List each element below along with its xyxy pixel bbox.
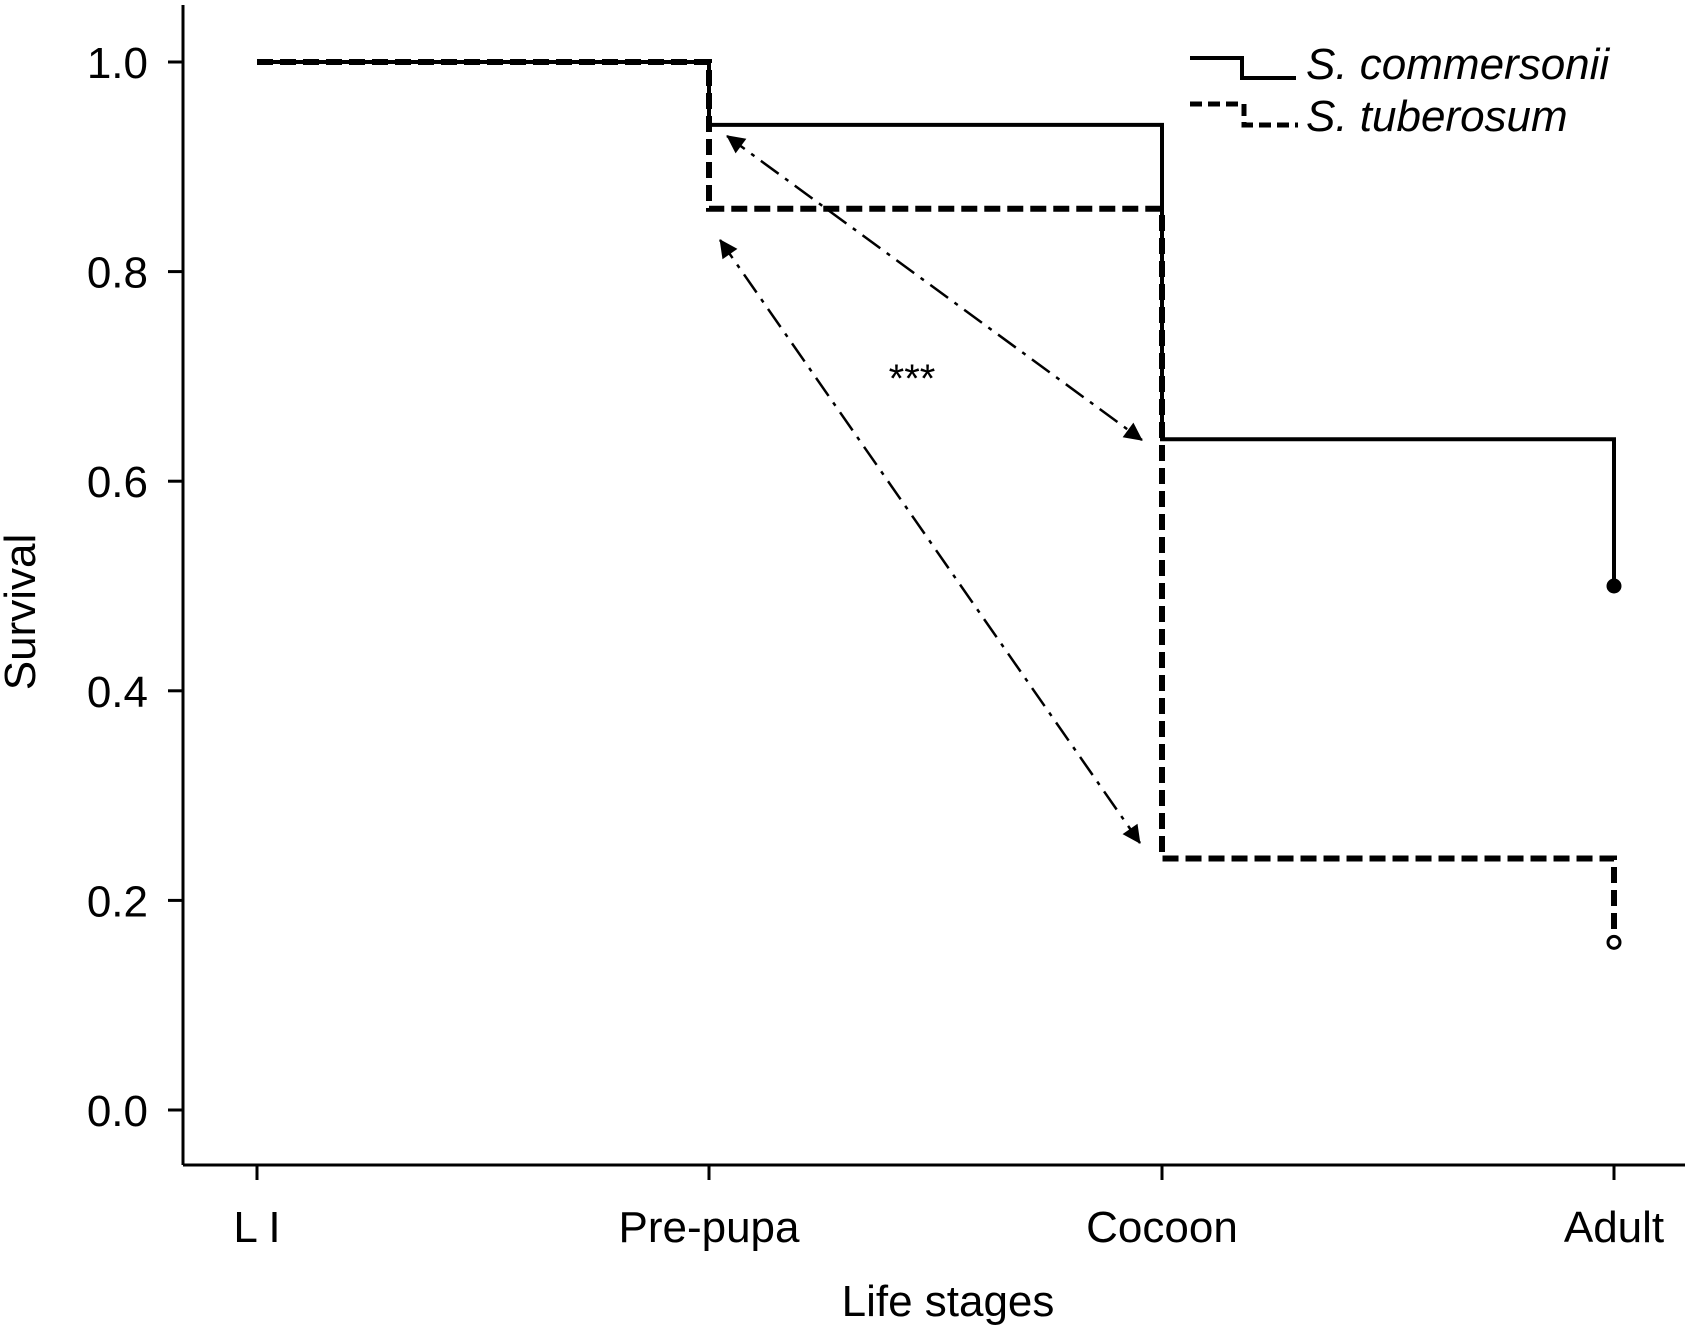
- significance-arrows: [718, 134, 1143, 844]
- x-ticks: L I Pre-pupa Cocoon Adult: [233, 1165, 1664, 1252]
- legend-swatch-s-tuberosum: [1190, 101, 1298, 128]
- y-tick-label: 0.8: [87, 249, 148, 298]
- x-tick-label: L I: [233, 1203, 280, 1252]
- series-line-s-tuberosum: [257, 59, 1617, 943]
- y-tick-label: 0.2: [87, 877, 148, 926]
- x-axis-label: Life stages: [842, 1277, 1055, 1326]
- significance-annotation: ***: [889, 357, 936, 401]
- legend-label-s-tuberosum: S. tuberosum: [1306, 92, 1568, 141]
- series-end-marker-s-commersonii: [1606, 578, 1622, 594]
- y-tick-label: 0.6: [87, 458, 148, 507]
- legend-swatch-s-commersonii: [1190, 56, 1296, 80]
- legend-label-s-commersonii: S. commersonii: [1306, 40, 1610, 89]
- series-layer: [257, 59, 1622, 950]
- legend: S. commersonii S. tuberosum: [1190, 40, 1610, 141]
- arrow-lower: [718, 239, 1142, 844]
- series-end-marker-s-tuberosum: [1606, 934, 1622, 950]
- y-ticks: 0.0 0.2 0.4 0.6 0.8 1.0: [87, 39, 183, 1136]
- y-tick-label: 1.0: [87, 39, 148, 88]
- x-tick-label: Pre-pupa: [618, 1203, 800, 1252]
- x-tick-label: Cocoon: [1086, 1203, 1238, 1252]
- y-axis-label: Survival: [0, 534, 45, 691]
- x-tick-label: Adult: [1564, 1203, 1664, 1252]
- y-tick-label: 0.4: [87, 668, 148, 717]
- y-tick-label: 0.0: [87, 1087, 148, 1136]
